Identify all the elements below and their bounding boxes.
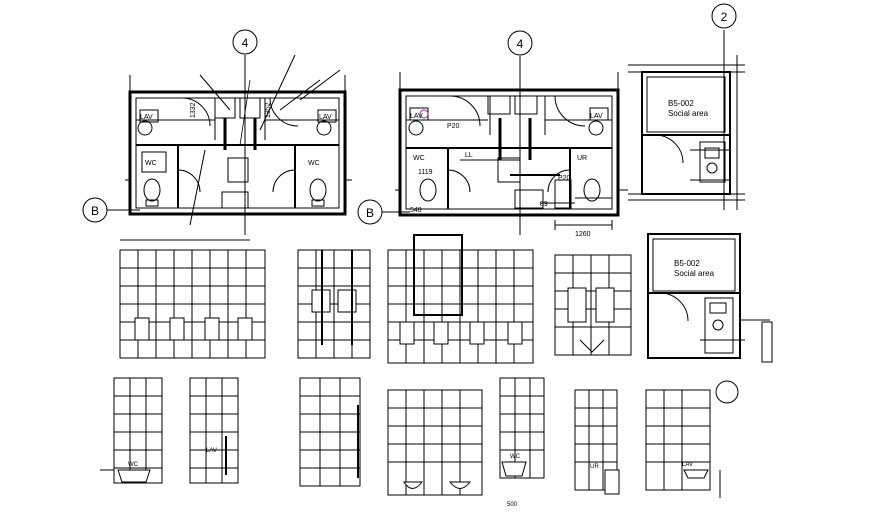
lav-label: LAV: [319, 114, 332, 121]
social-area-plan-bottom: B5-002 Social area: [647, 233, 773, 363]
lav-label: LAV: [206, 448, 217, 454]
ur-label: UR: [590, 464, 599, 470]
grid-bubble-b-right: B: [357, 199, 410, 225]
elevation-urinals-left: [119, 239, 266, 359]
elevation-piping-a: [297, 249, 371, 359]
grid-label: 4: [242, 36, 249, 50]
lav-label: LAV: [590, 113, 603, 120]
grid-label: 4: [517, 37, 524, 51]
wc-label: WC: [308, 160, 320, 167]
grid-bubble-4-right: 4: [507, 30, 533, 235]
room-name: Social area: [674, 269, 715, 278]
lav-label: LAV: [140, 114, 153, 121]
social-area-plan-top: B5-002 Social area: [628, 55, 745, 210]
elevation-wc-4: WC 500: [499, 377, 545, 508]
elevation-wc-1: WC: [100, 377, 163, 484]
dimension-label: 1332: [190, 102, 197, 118]
dimension-label: 500: [507, 502, 518, 508]
plan-label: LL: [465, 152, 473, 159]
elevation-urinal: UR: [574, 389, 620, 495]
elevation-wc-2: LAV: [189, 377, 239, 484]
room-name: Social area: [668, 109, 709, 118]
ur-label: UR: [577, 155, 587, 162]
dimension-label: 89: [540, 201, 548, 208]
wc-label: WC: [510, 454, 521, 460]
grid-label: B: [366, 206, 374, 220]
elevation-lavatory-2: LAV: [645, 389, 721, 498]
room-code: B5-002: [674, 259, 700, 268]
elevation-urinals-middle: [387, 234, 534, 364]
elevation-lavatory: [554, 254, 632, 356]
dimension-label: 1260: [575, 231, 591, 238]
lav-label: LAV: [682, 462, 693, 468]
wc-label: WC: [145, 160, 157, 167]
room-code: B5-002: [668, 99, 694, 108]
empty-grid-bubble: [715, 380, 739, 404]
dimension-label: 1352: [265, 102, 272, 118]
dimension-label: 548: [410, 207, 422, 214]
floor-plan-left: LAV LAV WC WC 1352 1332: [125, 54, 352, 226]
pipe-label: P20: [558, 175, 571, 182]
elevation-wc-3: [299, 377, 361, 487]
lav-label: LAV: [410, 113, 423, 120]
floor-plan-right: LAV LAV P20 P20 1119 548 89 1260 LL WC U…: [395, 72, 628, 238]
pipe-label: P20: [447, 123, 460, 130]
grid-label: B: [91, 204, 99, 218]
dimension-label: 1119: [418, 169, 433, 176]
grid-bubble-2: 2: [711, 3, 737, 210]
elevation-double-lavatory: [387, 389, 483, 496]
wc-label: WC: [413, 155, 425, 162]
grid-bubble-b-left: B: [82, 197, 140, 223]
wc-label: WC: [128, 462, 139, 468]
grid-label: 2: [721, 10, 728, 24]
grid-bubble-4-left: 4: [232, 29, 258, 235]
